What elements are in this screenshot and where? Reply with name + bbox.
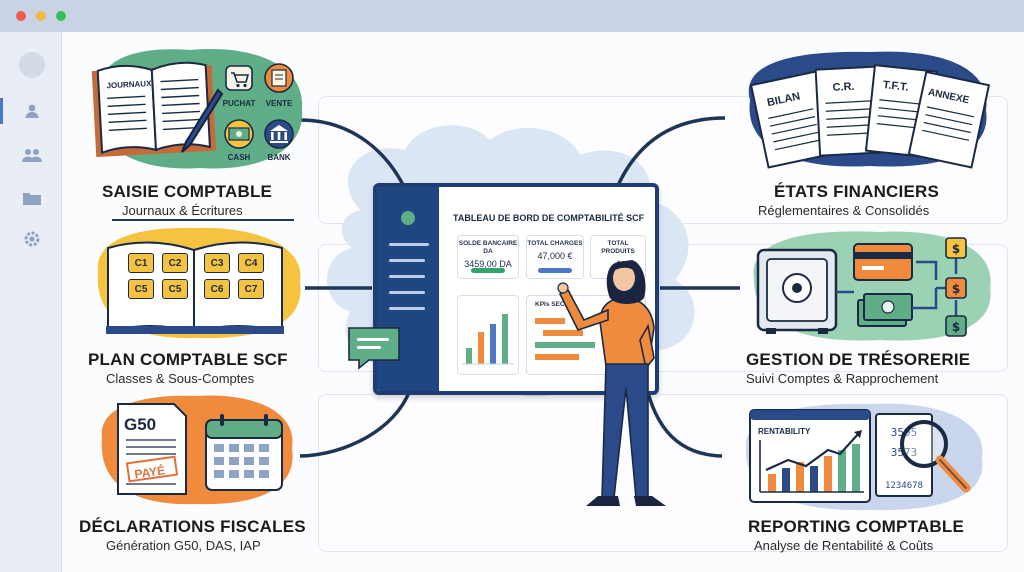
user-icon[interactable] — [20, 101, 44, 121]
svg-text:$: $ — [952, 320, 960, 334]
plan-class-chip[interactable]: C2 — [162, 253, 188, 273]
section-divider-saisie — [112, 219, 294, 221]
dashboard-nav-item[interactable] — [389, 291, 425, 294]
journal-item-cash: CASH — [228, 153, 251, 162]
section-subtitle-declarations: Génération G50, DAS, IAP — [106, 538, 261, 553]
safe-icon — [756, 248, 838, 334]
users-icon[interactable] — [20, 145, 44, 165]
dashboard-nav-item[interactable] — [389, 307, 425, 310]
journal-book-label: JOURNAUX — [106, 79, 152, 90]
journal-illustration: JOURNAUX PUCHAT VENTE CASH BANK — [91, 49, 303, 169]
etats-illustration: BILAN C.R. T.F.T. ANNEXE — [748, 51, 991, 169]
sidebar-active-indicator — [0, 98, 3, 124]
reporting-chart-label: RENTABILITY — [758, 427, 811, 436]
dollar-badge-icon: $ — [945, 237, 967, 259]
journal-item-achat: PUCHAT — [223, 99, 256, 108]
dollar-badge-icon: $ — [945, 315, 967, 337]
dashboard-gantt-chart — [535, 318, 595, 360]
dashboard-nav-item[interactable] — [389, 275, 425, 278]
journal-item-bank: BANK — [267, 153, 290, 162]
fiscal-form-label: G50 — [124, 415, 156, 434]
section-title-saisie: SAISIE COMPTABLE — [102, 182, 273, 201]
dashboard-mini-bar-chart — [462, 314, 514, 365]
cash-icon — [224, 119, 254, 149]
calendar-icon — [205, 414, 283, 491]
dashboard-sidebar — [377, 187, 439, 391]
document-cr: C.R. — [832, 81, 855, 94]
dashboard-nav-item[interactable] — [389, 259, 425, 262]
document-tft: T.F.T. — [882, 79, 909, 94]
svg-text:$: $ — [952, 282, 960, 296]
gear-icon[interactable] — [20, 229, 44, 249]
plan-class-chip[interactable]: C3 — [204, 253, 230, 273]
sidebar — [0, 32, 62, 572]
section-subtitle-saisie: Journaux & Écritures — [122, 203, 243, 218]
fiscal-illustration: G50 PAYÉ — [101, 395, 293, 505]
pen-icon — [181, 88, 224, 153]
reporting-bar-chart — [759, 430, 864, 493]
section-title-declarations: DÉCLARATIONS FISCALES — [79, 517, 306, 536]
credit-card-icon — [853, 243, 913, 281]
presenter-illustration — [557, 260, 666, 506]
purchase-cart-icon — [225, 65, 253, 91]
folder-icon[interactable] — [20, 188, 44, 208]
kpi-card-charges[interactable]: TOTAL CHARGES 47,000 € — [526, 235, 584, 279]
kpi-label: TOTAL CHARGES — [527, 240, 583, 247]
plan-class-chip[interactable]: C5 — [128, 279, 154, 299]
dashboard-title: TABLEAU DE BORD DE COMPTABILITÉ SCF — [453, 213, 645, 223]
bank-icon — [264, 119, 294, 149]
reporting-illustration: RENTABILITY 3595 3573 1234678 — [745, 403, 983, 511]
section-subtitle-plan: Classes & Sous-Comptes — [106, 371, 255, 386]
chat-bubble-icon[interactable] — [345, 322, 407, 370]
kpi-label: TOTAL PRODUITS — [601, 240, 635, 255]
dashboard-bar-panel[interactable] — [457, 295, 519, 375]
plan-class-chip[interactable]: C6 — [204, 279, 230, 299]
minimize-window-button[interactable] — [36, 11, 46, 21]
kpi-indicator — [471, 268, 505, 273]
kpi-card-solde[interactable]: SOLDE BANCAIRE DA 3459,00 DA — [457, 235, 519, 279]
maximize-window-button[interactable] — [56, 11, 66, 21]
close-window-button[interactable] — [16, 11, 26, 21]
kpi-value: 47,000 € — [537, 251, 573, 261]
plan-class-chip[interactable]: C7 — [238, 279, 264, 299]
dashboard-nav-item[interactable] — [389, 243, 429, 246]
svg-text:$: $ — [952, 242, 960, 256]
reporting-number: 1234678 — [885, 481, 923, 491]
section-title-plan: PLAN COMPTABLE SCF — [88, 350, 288, 369]
dollar-badge-icon: $ — [945, 277, 967, 299]
section-subtitle-reporting: Analyse de Rentabilité & Coûts — [754, 538, 934, 553]
magnifier-icon — [900, 420, 971, 493]
avatar[interactable] — [19, 52, 45, 78]
tresorerie-illustration: $ $ $ — [753, 231, 991, 341]
kpi-label: SOLDE BANCAIRE DA — [458, 240, 518, 255]
section-title-reporting: REPORTING COMPTABLE — [748, 517, 964, 536]
panel-label: KPIs SECUR — [535, 301, 575, 308]
banknotes-icon — [857, 293, 913, 327]
window-titlebar — [0, 0, 1024, 32]
section-title-tresorerie: GESTION DE TRÉSORERIE — [746, 350, 971, 369]
plan-class-chip[interactable]: C5 — [162, 279, 188, 299]
section-subtitle-etats: Réglementaires & Consolidés — [758, 203, 930, 218]
plan-class-chip[interactable]: C4 — [238, 253, 264, 273]
paid-stamp: PAYÉ — [133, 462, 165, 481]
kpi-indicator — [538, 268, 572, 273]
plan-class-chip[interactable]: C1 — [128, 253, 154, 273]
sales-document-icon — [264, 63, 294, 93]
dashboard-logo — [401, 211, 415, 225]
section-title-etats: ÉTATS FINANCIERS — [774, 182, 940, 201]
section-subtitle-tresorerie: Suivi Comptes & Rapprochement — [746, 371, 939, 386]
plan-illustration — [97, 227, 301, 339]
journal-item-vente: VENTE — [266, 99, 293, 108]
kpi-value: 3459,00 DA — [464, 259, 512, 269]
